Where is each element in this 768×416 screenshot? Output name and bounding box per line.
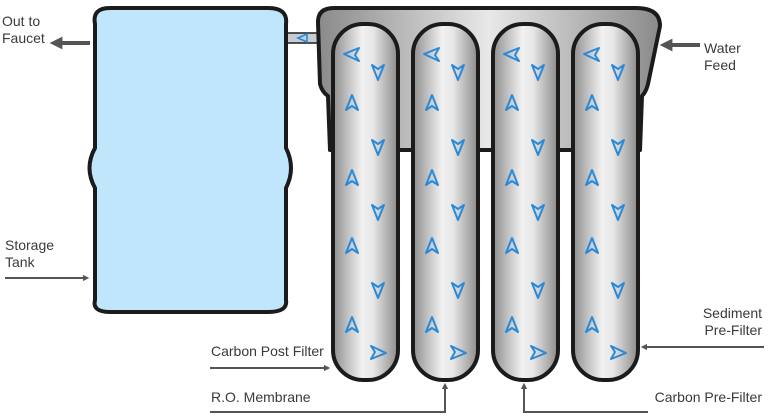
out-to-faucet-line-2: Faucet	[2, 30, 45, 46]
flow-direction-arrow-icon	[451, 139, 465, 156]
flow-direction-arrow-icon	[370, 345, 387, 360]
carbon-post-filter-label: Carbon Post Filter	[211, 343, 324, 359]
flow-direction-arrow-icon	[531, 64, 545, 81]
flow-direction-arrow-icon	[530, 345, 547, 360]
flow-direction-arrow-icon	[450, 345, 467, 360]
flow-direction-arrow-icon	[585, 237, 599, 254]
flow-direction-arrow-icon	[423, 47, 440, 62]
flow-direction-arrow-icon	[611, 282, 625, 299]
connector-tube	[284, 32, 322, 44]
flow-direction-arrow-icon	[505, 237, 519, 254]
flow-direction-arrow-icon	[610, 345, 627, 360]
cartridge-ro-membrane	[411, 22, 480, 382]
cartridge-carbon-prefilter	[491, 22, 560, 382]
ro-membrane-pointer-arrow-icon	[210, 382, 449, 413]
flow-direction-arrow-icon	[585, 94, 599, 111]
flow-direction-arrow-icon	[503, 47, 520, 62]
flow-direction-arrow-icon	[451, 64, 465, 81]
flow-direction-arrow-icon	[345, 316, 359, 333]
cartridge-sediment-prefilter	[571, 22, 640, 382]
flow-direction-arrow-icon	[611, 139, 625, 156]
storage-tank-line-2: Tank	[5, 254, 35, 270]
storage-tank-line-1: Storage	[5, 237, 55, 253]
out-to-faucet-label: Out to Faucet	[2, 13, 45, 47]
flow-direction-arrow-icon	[531, 204, 545, 221]
flow-direction-arrow-icon	[531, 282, 545, 299]
sediment-prefilter-label: Sediment Pre-Filter	[703, 305, 762, 339]
flow-direction-arrow-icon	[451, 204, 465, 221]
tube-flow-arrow-icon	[296, 32, 308, 44]
flow-direction-arrow-icon	[425, 169, 439, 186]
storage-tank-label: Storage Tank	[5, 237, 54, 271]
flow-direction-arrow-icon	[531, 139, 545, 156]
flow-direction-arrow-icon	[371, 282, 385, 299]
water-feed-line-1: Water	[704, 40, 741, 56]
carbon-prefilter-label: Carbon Pre-Filter	[654, 389, 762, 405]
flow-direction-arrow-icon	[371, 64, 385, 81]
flow-direction-arrow-icon	[585, 316, 599, 333]
carbon-prefilter-pointer-arrow-icon	[520, 382, 648, 413]
ro-membrane-label: R.O. Membrane	[211, 389, 311, 405]
flow-direction-arrow-icon	[451, 282, 465, 299]
flow-direction-arrow-icon	[505, 94, 519, 111]
flow-direction-arrow-icon	[583, 47, 600, 62]
water-feed-line-2: Feed	[704, 57, 736, 73]
flow-direction-arrow-icon	[611, 64, 625, 81]
flow-direction-arrow-icon	[425, 237, 439, 254]
sediment-prefilter-line-1: Sediment	[702, 305, 762, 321]
flow-direction-arrow-icon	[371, 204, 385, 221]
flow-direction-arrow-icon	[611, 204, 625, 221]
flow-direction-arrow-icon	[505, 169, 519, 186]
flow-direction-arrow-icon	[505, 316, 519, 333]
flow-direction-arrow-icon	[425, 94, 439, 111]
water-feed-label: Water Feed	[704, 40, 741, 74]
flow-direction-arrow-icon	[425, 316, 439, 333]
sediment-prefilter-line-2: Pre-Filter	[704, 322, 762, 338]
flow-direction-arrow-icon	[345, 169, 359, 186]
flow-direction-arrow-icon	[345, 237, 359, 254]
out-to-faucet-line-1: Out to	[2, 13, 41, 29]
flow-direction-arrow-icon	[371, 139, 385, 156]
storage-tank	[87, 6, 293, 314]
cartridge-carbon-post-filter	[331, 22, 400, 382]
flow-direction-arrow-icon	[585, 169, 599, 186]
flow-direction-arrow-icon	[345, 94, 359, 111]
flow-direction-arrow-icon	[343, 47, 360, 62]
